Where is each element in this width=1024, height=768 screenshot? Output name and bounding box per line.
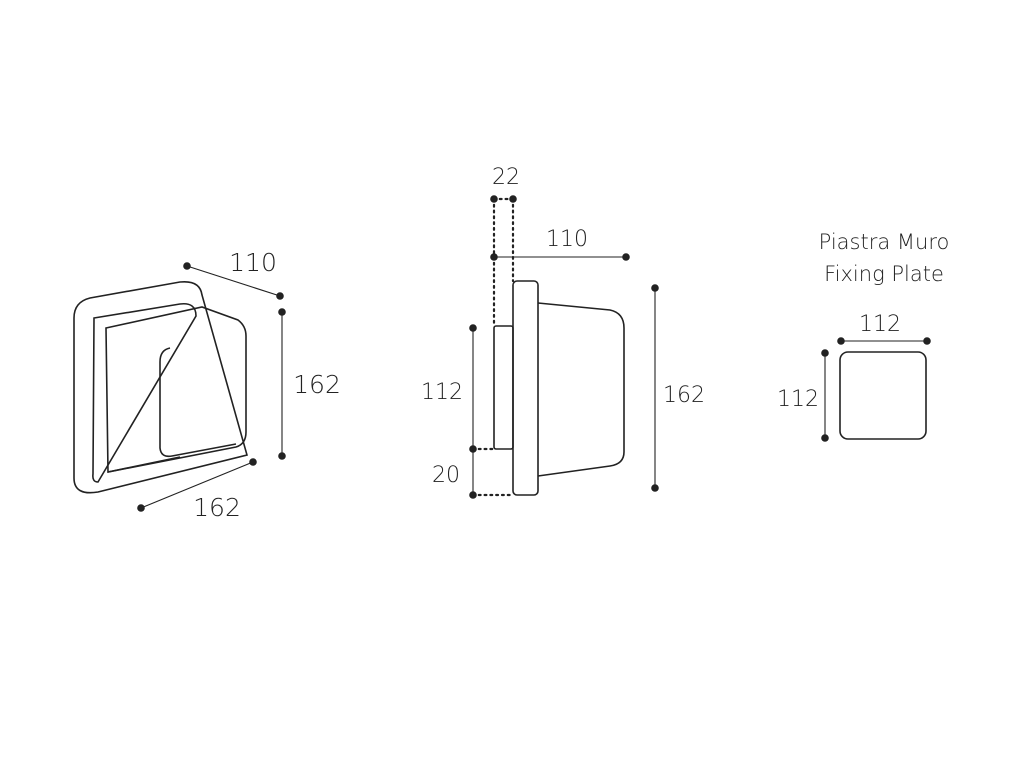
- perspective-view: 110 162 162: [73, 248, 341, 522]
- dim-dot: [490, 195, 498, 203]
- body-side: [537, 302, 625, 477]
- dim-dot: [651, 484, 659, 492]
- dim-label-plate-thickness: 22: [492, 165, 520, 190]
- dim-label-offset: 20: [432, 463, 460, 488]
- dim-label-plate-height: 112: [777, 387, 819, 412]
- dim-dot: [821, 349, 829, 357]
- dim-label-depth: 110: [229, 248, 277, 277]
- fixing-plate-side: [493, 325, 514, 450]
- dim-dot: [278, 308, 286, 316]
- dim-label-width: 162: [193, 493, 241, 522]
- dim-dot: [276, 292, 284, 300]
- fixing-plate-outline: [839, 351, 927, 440]
- dim-label-height: 162: [663, 383, 705, 408]
- lamp-perspective-outline: [73, 280, 248, 494]
- dim-dot: [837, 337, 845, 345]
- fixing-plate-title-it: Piastra Muro: [819, 230, 950, 254]
- dim-label-height: 162: [293, 370, 341, 399]
- dim-line-depth: [186, 265, 281, 297]
- dim-label-projection: 110: [546, 227, 588, 252]
- dim-dot: [923, 337, 931, 345]
- back-plate-side: [512, 280, 539, 496]
- back-plate-inner: [92, 302, 197, 483]
- dim-dot: [137, 504, 145, 512]
- dim-dot: [469, 324, 477, 332]
- dim-dot: [651, 284, 659, 292]
- side-view: 22 110 112 20 162: [421, 165, 705, 499]
- dim-dot: [622, 253, 630, 261]
- diffuser: [159, 347, 237, 458]
- dim-line-width: [140, 461, 254, 509]
- fixing-plate-title-en: Fixing Plate: [824, 262, 944, 286]
- body-front-face: [105, 306, 247, 473]
- dim-dot: [249, 458, 257, 466]
- dim-label-plate-width: 112: [859, 312, 901, 337]
- body-bottom-edge: [107, 456, 181, 473]
- dim-dot: [469, 491, 477, 499]
- lamp-side-outline: [493, 280, 625, 496]
- dim-dot: [490, 253, 498, 261]
- dim-dot: [821, 434, 829, 442]
- dim-label-plate-height: 112: [421, 380, 463, 405]
- dim-dot: [509, 195, 517, 203]
- dim-dot: [278, 452, 286, 460]
- fixing-plate-view: Piastra Muro Fixing Plate 112 112: [777, 230, 949, 442]
- dim-dot: [183, 262, 191, 270]
- back-plate-outer: [73, 280, 248, 494]
